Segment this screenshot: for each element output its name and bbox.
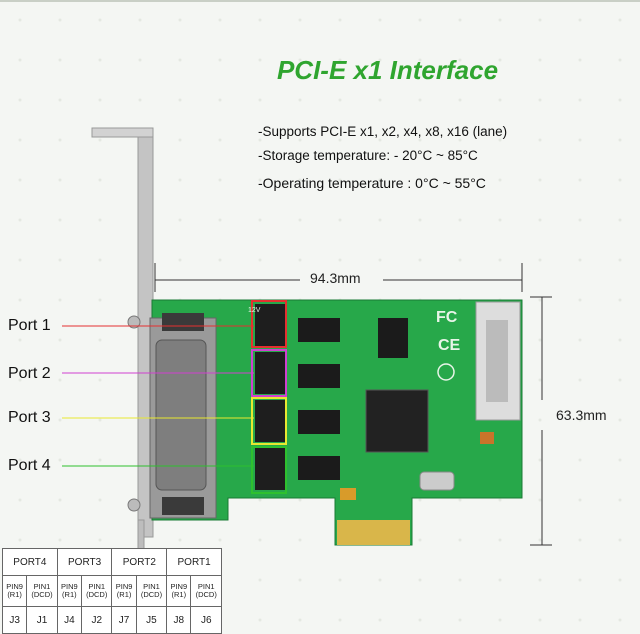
pin-cell: PIN9 (R1) xyxy=(111,575,137,607)
voltage-label: 12V xyxy=(248,307,261,314)
port-4-label: Port 4 xyxy=(8,457,51,474)
gold-fingers xyxy=(337,520,410,545)
port1-highlight xyxy=(251,300,287,348)
width-dimension-line xyxy=(154,263,523,292)
port-1-label: Port 1 xyxy=(8,317,51,334)
top-divider xyxy=(0,0,640,2)
page-title: PCI-E x1 Interface xyxy=(276,55,499,85)
spec-lanes: -Supports PCI-E x1, x2, x4, x8, x16 (lan… xyxy=(258,124,508,139)
port-header: PORT2 xyxy=(111,548,168,576)
jumper-cell: J2 xyxy=(80,606,113,634)
capacitor-2 xyxy=(340,488,356,500)
pin-cell: PIN9 (R1) xyxy=(1,575,28,607)
port-header: PORT1 xyxy=(166,548,222,576)
jumper-cell: J4 xyxy=(56,606,82,634)
pin-cell: PIN1 (DCD) xyxy=(135,575,168,607)
sata-power-connector xyxy=(475,301,521,421)
pin-cell: PIN9 (R1) xyxy=(166,575,192,607)
crystal xyxy=(419,471,455,491)
capacitor xyxy=(480,432,494,444)
port4-highlight xyxy=(251,446,287,494)
jumper-cell: J8 xyxy=(166,606,192,634)
controller-chip xyxy=(365,389,429,453)
pin-cell: PIN1 (DCD) xyxy=(80,575,113,607)
jumper-cell: J6 xyxy=(190,606,222,634)
driver-chips xyxy=(298,318,408,480)
jumper-cell: J1 xyxy=(26,606,58,634)
jumper-cell: J3 xyxy=(1,606,28,634)
height-dimension-line xyxy=(530,296,552,546)
jumper-cell: J5 xyxy=(135,606,168,634)
pin-jumper-table: PORT4 PORT3 PORT2 PORT1 PIN9 (R1) PIN1 (… xyxy=(1,548,222,634)
spec-operating-temp: -Operating temperature : 0°C ~ 55°C xyxy=(258,175,486,191)
pin-cell: PIN1 (DCD) xyxy=(190,575,222,607)
port3-highlight xyxy=(251,397,287,445)
pin-cell: PIN1 (DCD) xyxy=(26,575,58,607)
port-header: PORT4 xyxy=(2,548,58,576)
ce-logo: CE xyxy=(438,337,461,354)
metal-bracket xyxy=(91,127,154,551)
pb-free-logo xyxy=(437,363,455,381)
pin-cell: PIN9 (R1) xyxy=(56,575,82,607)
port-header: PORT3 xyxy=(56,548,113,576)
jumper-headers xyxy=(255,304,285,490)
jumper-cell: J7 xyxy=(111,606,137,634)
height-dimension-label: 63.3mm xyxy=(556,407,607,423)
port-2-label: Port 2 xyxy=(8,365,51,382)
fcc-logo: FC xyxy=(436,309,458,326)
port-3-label: Port 3 xyxy=(8,409,51,426)
width-dimension-label: 94.3mm xyxy=(310,270,361,286)
spec-storage-temp: -Storage temperature: - 20°C ~ 85°C xyxy=(258,148,478,163)
